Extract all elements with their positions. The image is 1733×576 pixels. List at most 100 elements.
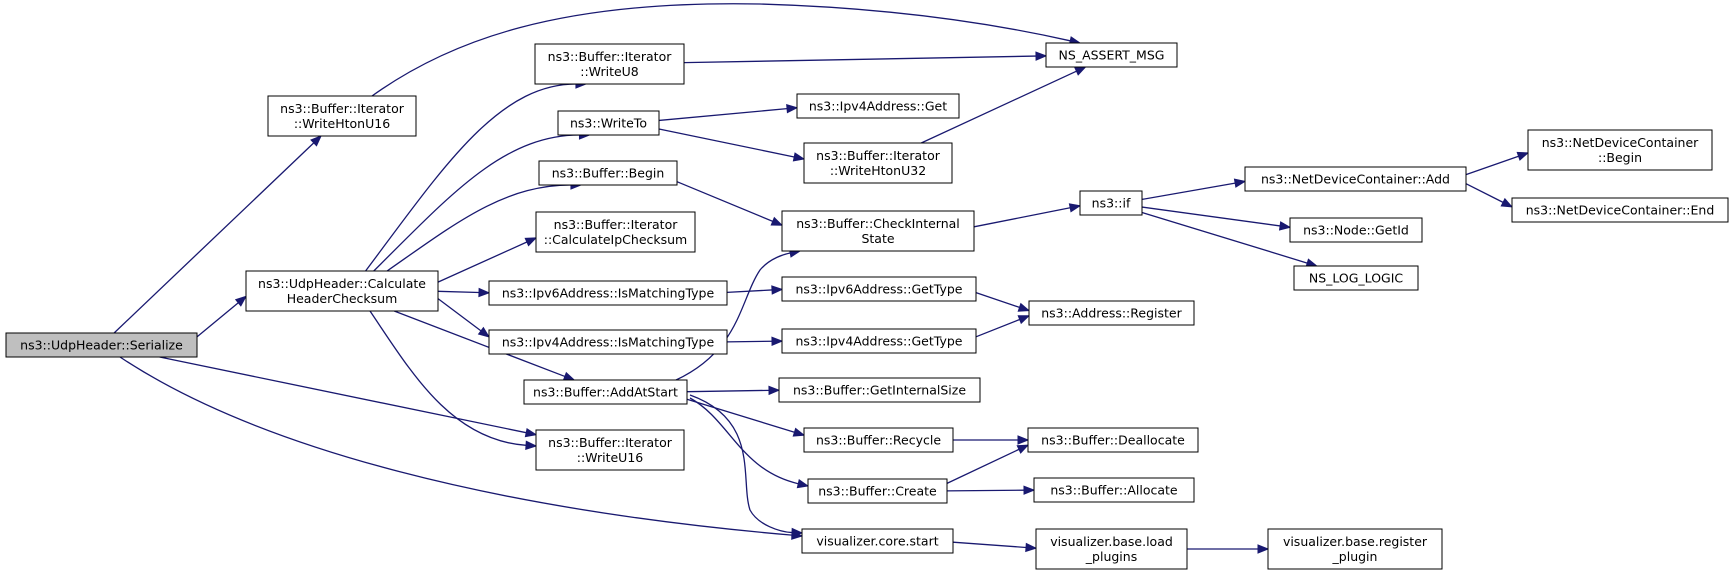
node-vizstart[interactable]: visualizer.core.start [801,528,954,554]
node-label: ns3::Ipv4Address::Get [809,99,947,114]
node-label: _plugins [1085,549,1137,564]
edge-calcheader-to-calcip [437,237,538,283]
edge-loadplugins-to-registerplugin [1187,544,1270,554]
node-label: ns3::Buffer::Recycle [816,433,941,448]
node-label: NS_ASSERT_MSG [1059,48,1165,63]
arrowhead [477,326,491,338]
arrowhead [1516,151,1530,161]
edge-vizstart-to-loadplugins [952,541,1038,553]
node-ipv4gettype[interactable]: ns3::Ipv4Address::GetType [781,328,977,354]
arrowhead [1016,444,1030,454]
node-box [1244,166,1467,192]
node-label: ns3::Ipv6Address::GetType [796,282,963,297]
edge-bufbegin-to-checkinternal [676,181,784,226]
node-nslog[interactable]: NS_LOG_LOGIC [1293,265,1419,291]
node-addatstart[interactable]: ns3::Buffer::AddAtStart [523,379,688,405]
node-label: ::CalculateIpChecksum [544,232,688,247]
node-bufbegin[interactable]: ns3::Buffer::Begin [538,160,678,186]
node-label: ns3::WriteTo [570,116,647,131]
node-box [1267,528,1443,570]
node-label: ns3::Address::Register [1041,306,1182,321]
node-ipv4match[interactable]: ns3::Ipv4Address::IsMatchingType [488,329,728,355]
node-ipv4get[interactable]: ns3::Ipv4Address::Get [796,93,960,119]
arrowhead [478,287,491,298]
node-ndcbegin[interactable]: ns3::NetDeviceContainer::Begin [1527,129,1713,171]
node-recycle[interactable]: ns3::Buffer::Recycle [803,427,954,453]
arrowhead [310,135,322,147]
node-box [781,210,975,252]
edge-create-to-allocate [946,485,1036,495]
edge-addatstart-to-getinternalsize [686,385,781,396]
node-box [1045,42,1178,68]
arrowhead [1025,542,1038,553]
node-label: ::WriteHtonU32 [830,163,926,178]
node-assert[interactable]: NS_ASSERT_MSG [1045,42,1178,68]
edge-calcheader-to-ipv4match [437,298,491,338]
nodes-layer: ns3::UdpHeader::Serializens3::Buffer::It… [5,42,1729,570]
node-getinternalsize[interactable]: ns3::Buffer::GetInternalSize [778,377,981,403]
edge-serialize-to-writeu16 [159,356,538,438]
node-box [796,93,960,119]
edge-writehtonu16-to-assert [371,3,1082,97]
arrowhead [562,371,576,381]
node-ndcend[interactable]: ns3::NetDeviceContainer::End [1511,197,1729,223]
node-label: ns3::Buffer::Allocate [1050,483,1178,498]
arrowhead [1017,315,1031,325]
node-box [801,528,954,554]
node-box [488,280,728,306]
node-label: visualizer.core.start [816,534,938,549]
node-label: NS_LOG_LOGIC [1309,271,1404,286]
edge-recycle-to-deallocate [953,435,1030,445]
node-label: ns3::Ipv6Address::IsMatchingType [502,286,715,301]
node-label: ns3::Ipv4Address::IsMatchingType [502,335,715,350]
node-writeto[interactable]: ns3::WriteTo [557,110,660,136]
node-label: ns3::Node::GetId [1303,223,1409,238]
node-writeu16[interactable]: ns3::Buffer::Iterator::WriteU16 [535,429,685,471]
edges-layer [113,3,1530,554]
node-label: ns3::NetDeviceContainer [1542,135,1699,150]
node-loadplugins[interactable]: visualizer.base.load_plugins [1035,528,1188,570]
node-ipv6match[interactable]: ns3::Ipv6Address::IsMatchingType [488,280,728,306]
edge-addatstart-to-vizstart [689,394,804,538]
arrowhead [1278,221,1292,231]
node-label: ns3::Ipv4Address::GetType [796,334,963,349]
arrowhead [792,152,806,162]
node-addrregister[interactable]: ns3::Address::Register [1028,300,1195,326]
node-ndcadd[interactable]: ns3::NetDeviceContainer::Add [1244,166,1467,192]
node-label: ns3::Buffer::Iterator [554,217,679,232]
arrowhead [771,285,784,295]
arrowhead [525,440,538,450]
node-writeu8[interactable]: ns3::Buffer::Iterator::WriteU8 [534,43,685,85]
node-calcip[interactable]: ns3::Buffer::Iterator::CalculateIpChecks… [535,211,696,253]
node-label: ns3::Buffer::Create [818,484,937,499]
node-allocate[interactable]: ns3::Buffer::Allocate [1033,477,1195,503]
arrowhead [524,237,538,247]
node-writehtonu32[interactable]: ns3::Buffer::Iterator::WriteHtonU32 [803,142,953,184]
node-label: State [861,231,894,246]
node-ipv6gettype[interactable]: ns3::Ipv6Address::GetType [781,276,977,302]
node-label: ns3::Buffer::GetInternalSize [793,383,966,398]
edge-calcheader-to-writeu16 [369,310,538,450]
edge-calcheader-to-ipv6match [437,287,491,298]
node-registerplugin[interactable]: visualizer.base.register_plugin [1267,528,1443,570]
node-create[interactable]: ns3::Buffer::Create [807,478,948,504]
arrowhead [771,336,784,346]
node-box [1079,190,1143,216]
node-label: ns3::Buffer::Begin [552,166,665,181]
node-nsif[interactable]: ns3::if [1079,190,1143,216]
node-label: ns3::NetDeviceContainer::Add [1261,172,1450,187]
edge-serialize-to-calcheader [196,295,248,338]
node-box [781,328,977,354]
edge-ipv4gettype-to-addrregister [975,315,1031,338]
node-box [1035,528,1188,570]
node-box [488,329,728,355]
node-writehtonu16[interactable]: ns3::Buffer::Iterator::WriteHtonU16 [267,95,417,137]
arrowhead [1017,435,1030,445]
node-label: ::WriteU8 [580,64,639,79]
node-nodegetid[interactable]: ns3::Node::GetId [1289,217,1423,243]
node-box [523,379,688,405]
node-label: ns3::Buffer::Iterator [816,148,941,163]
node-deallocate[interactable]: ns3::Buffer::Deallocate [1027,427,1199,453]
